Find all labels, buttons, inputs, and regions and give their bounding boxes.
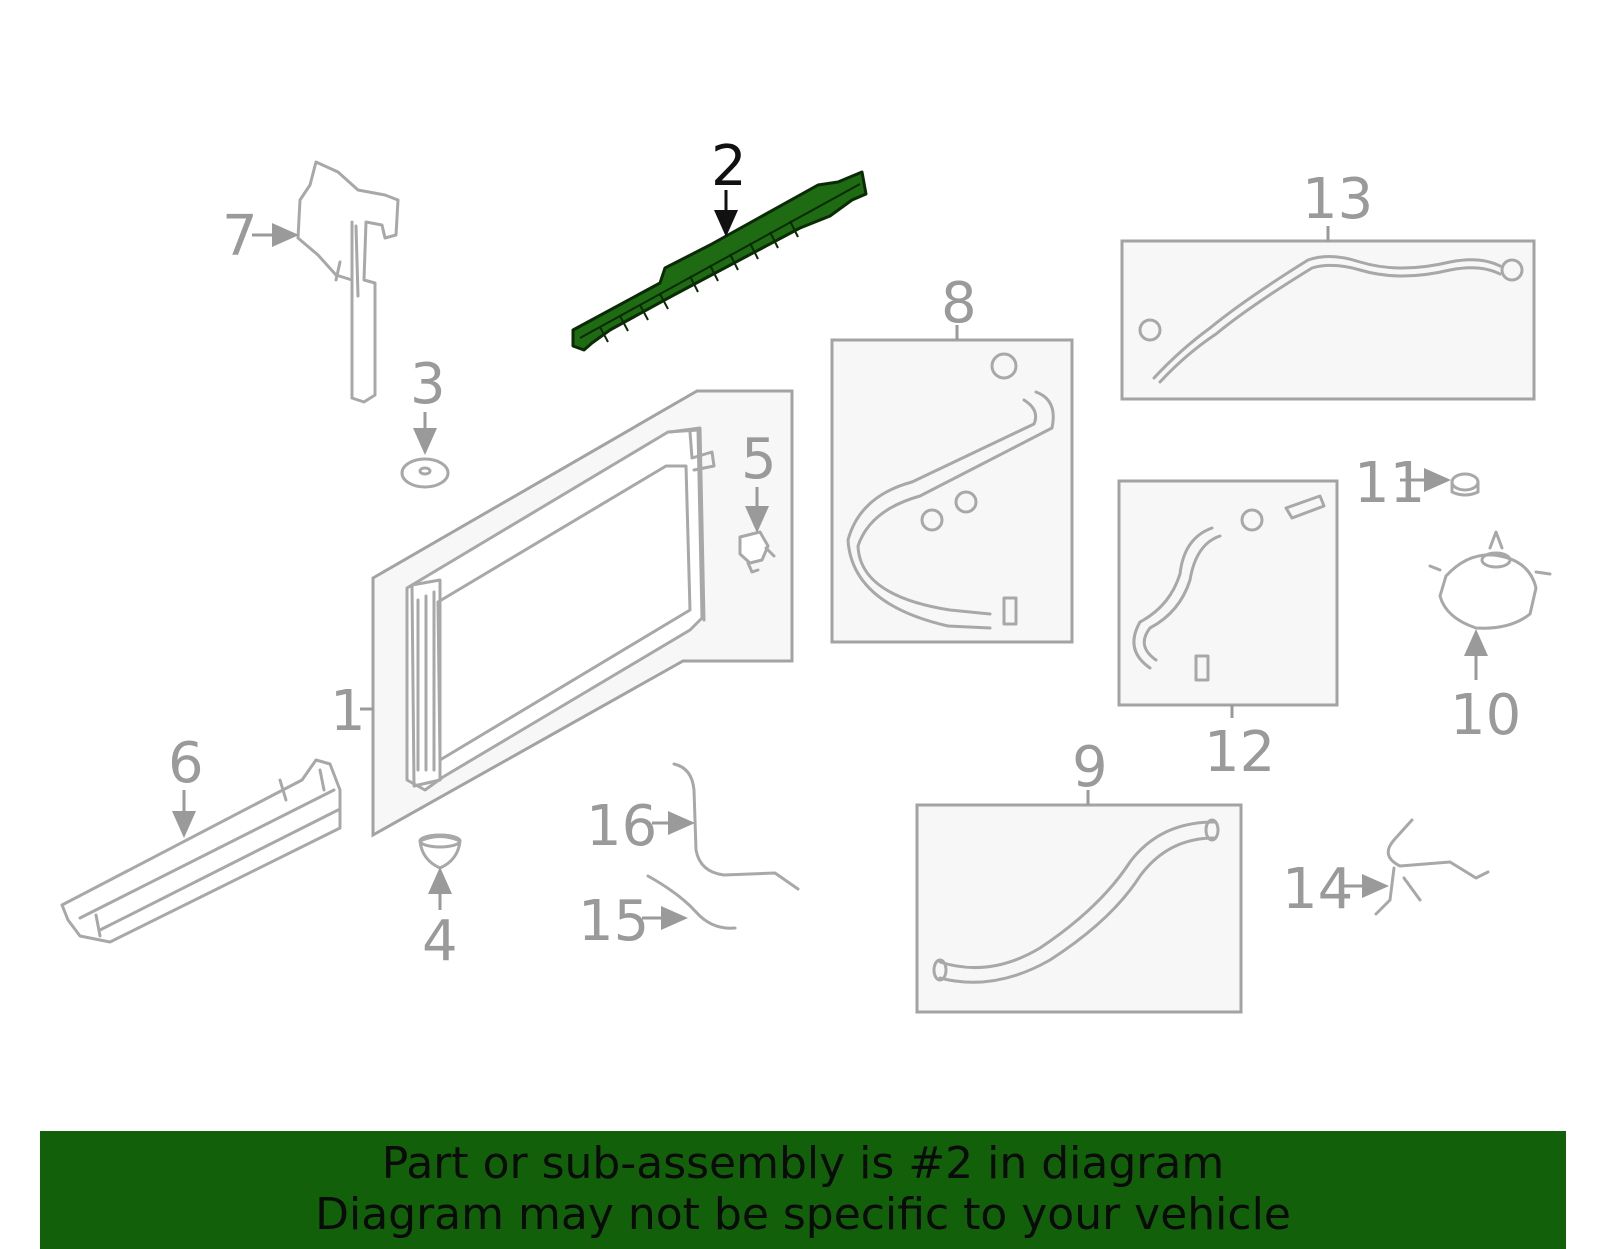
part-1-radiator[interactable] <box>371 389 794 838</box>
part-7-air-guide[interactable] <box>296 160 400 404</box>
callout-6: 6 <box>168 731 204 796</box>
part-11-cap[interactable] <box>1450 472 1480 497</box>
callout-14: 14 <box>1282 857 1353 922</box>
part-10-reservoir[interactable] <box>1428 530 1552 630</box>
part-3-washer-hole <box>418 466 432 476</box>
callout-11: 11 <box>1354 451 1425 516</box>
part-8-upper-hose[interactable] <box>846 352 1055 630</box>
callout-3: 3 <box>410 352 446 417</box>
callout-13: 13 <box>1302 167 1373 232</box>
callout-4: 4 <box>422 909 458 974</box>
callout-5: 5 <box>741 427 777 492</box>
part-12-hose[interactable] <box>1132 494 1326 682</box>
part-12-box <box>1117 479 1339 707</box>
part-14-pipe[interactable] <box>1374 818 1490 916</box>
callout-8: 8 <box>941 271 977 336</box>
callout-9: 9 <box>1072 735 1108 800</box>
callout-10: 10 <box>1450 683 1521 748</box>
part-2-seal-highlighted[interactable] <box>571 170 868 352</box>
callout-12: 12 <box>1204 720 1275 785</box>
callout-1: 1 <box>330 679 366 744</box>
part-4-mount[interactable] <box>418 833 462 870</box>
part-13-overflow-hose[interactable] <box>1138 255 1524 384</box>
callout-15: 15 <box>578 889 649 954</box>
banner-line-1: Part or sub-assembly is #2 in diagram <box>381 1138 1225 1189</box>
callout-16: 16 <box>586 794 657 859</box>
part-16-hose[interactable] <box>672 762 800 891</box>
part-15-hose[interactable] <box>646 874 737 930</box>
callout-7: 7 <box>222 204 258 269</box>
part-6-lower-seal[interactable] <box>60 758 342 944</box>
disclaimer-banner: Part or sub-assembly is #2 in diagram Di… <box>40 1131 1566 1249</box>
part-8-box <box>830 338 1074 644</box>
part-9-box <box>915 803 1243 1014</box>
callout-2: 2 <box>711 134 747 199</box>
part-9-lower-hose[interactable] <box>932 818 1220 984</box>
banner-line-2: Diagram may not be specific to your vehi… <box>315 1189 1291 1240</box>
part-5-drain-plug[interactable] <box>738 530 776 574</box>
